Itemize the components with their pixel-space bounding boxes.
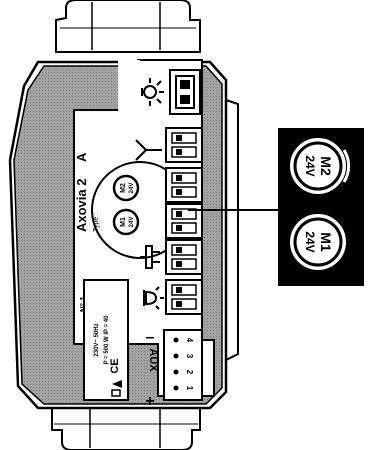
motor-m2-callout-voltage: 24V xyxy=(303,155,317,176)
aux-label: AUX xyxy=(147,348,159,372)
motor-m2-callout-id: M2 xyxy=(318,156,334,176)
aux-pin-number: 4 xyxy=(185,338,194,343)
aux-minus-label: – xyxy=(146,329,155,346)
motor-m1-board-id: M1 xyxy=(120,217,127,227)
aux-pin-number: 2 xyxy=(185,370,194,375)
motor-m1-board: M1 24V xyxy=(112,208,140,236)
aux-pin-number: 3 xyxy=(185,354,194,359)
motor-m2-callout: M2 24V xyxy=(290,138,351,194)
type-label: Type : xyxy=(93,213,100,232)
aux-pin xyxy=(173,385,179,391)
ce-mark-icon: CE xyxy=(109,358,121,373)
rating-line-2: P = 500 W IP = 40 xyxy=(104,315,110,364)
terminal-block xyxy=(165,279,203,315)
aux-pin-number: 1 xyxy=(185,386,194,391)
motor-m2-board: M2 24V xyxy=(112,174,140,202)
motor-m2-board-voltage: 24V xyxy=(129,183,135,194)
flashing-light-icon xyxy=(143,286,164,310)
terminal-block xyxy=(165,239,203,275)
photocell-icon xyxy=(140,245,160,269)
motor-m1-callout: M1 24V xyxy=(290,214,346,270)
aux-pin xyxy=(173,353,179,359)
motor-m1-callout-voltage: 24V xyxy=(303,231,317,252)
motor-m2-board-id: M2 xyxy=(120,183,127,193)
motor-callout: M2 24V M1 24V xyxy=(278,128,364,286)
motor-m1-board-voltage: 24V xyxy=(129,217,135,228)
antenna-icon xyxy=(135,139,162,161)
rating-label: 230V~ 50Hz P = 500 W IP = 40 CE xyxy=(83,279,129,401)
rating-line-1: 230V~ 50Hz xyxy=(94,323,100,356)
motor-m1-callout-id: M1 xyxy=(318,232,334,252)
terminal-block-stack xyxy=(165,127,203,315)
svg-text:CE: CE xyxy=(109,358,121,373)
two-pin-connector-icon xyxy=(169,69,201,115)
terminal-block xyxy=(165,127,203,163)
aux-pin xyxy=(173,337,179,343)
aux-pin xyxy=(173,369,179,375)
warning-triangle-icon xyxy=(111,380,122,397)
model-suffix: A xyxy=(74,152,89,162)
model-label: Axovia 2 xyxy=(74,179,89,232)
aux-plus-label: + xyxy=(145,393,154,410)
aux-terminal-block: 4 3 2 1 AUX – + xyxy=(145,329,203,410)
lamp-icon xyxy=(141,78,164,106)
terminal-block xyxy=(165,167,203,203)
